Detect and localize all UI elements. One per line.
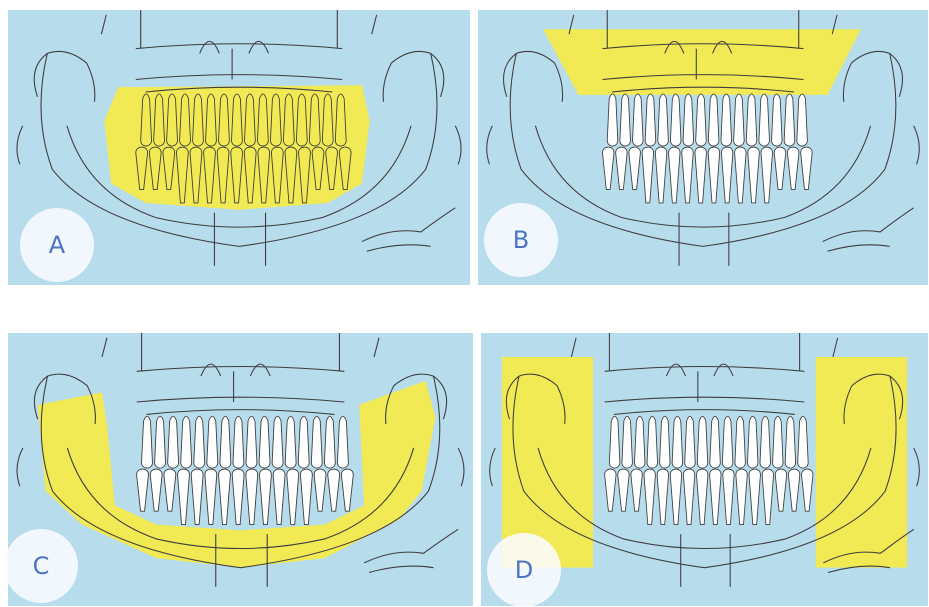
upper-tooth (697, 416, 707, 468)
upper-tooth (670, 94, 681, 146)
upper-tooth (746, 94, 757, 146)
upper-tooth (635, 416, 645, 468)
upper-tooth (259, 416, 270, 468)
panel-c: C (8, 333, 473, 606)
upper-tooth (647, 416, 657, 468)
upper-tooth (324, 416, 335, 468)
upper-tooth (168, 416, 179, 468)
upper-tooth (734, 94, 745, 146)
upper-tooth (298, 416, 309, 468)
panel-label-a: A (20, 208, 94, 282)
upper-tooth (721, 94, 732, 146)
panel-label-d: D (487, 533, 561, 607)
upper-tooth (747, 416, 757, 468)
upper-tooth (622, 416, 632, 468)
upper-tooth (785, 416, 795, 468)
upper-tooth (155, 416, 166, 468)
upper-tooth (735, 416, 745, 468)
panel-a: A (8, 10, 470, 285)
upper-tooth (633, 94, 644, 146)
upper-tooth (272, 416, 283, 468)
upper-tooth (672, 416, 682, 468)
panel-label-c: C (4, 529, 78, 603)
upper-tooth (760, 416, 770, 468)
upper-tooth (207, 416, 218, 468)
upper-tooth (181, 416, 192, 468)
upper-tooth (722, 416, 732, 468)
upper-tooth (683, 94, 694, 146)
upper-tooth (685, 416, 695, 468)
panel-b: B (478, 10, 928, 285)
upper-tooth (620, 94, 631, 146)
upper-tooth (797, 94, 808, 146)
upper-tooth (708, 94, 719, 146)
panel-d: D (481, 333, 928, 606)
upper-tooth (285, 416, 296, 468)
upper-tooth (696, 94, 707, 146)
upper-tooth (784, 94, 795, 146)
upper-tooth (772, 94, 783, 146)
highlight-region (543, 29, 861, 95)
panel-label-b: B (484, 203, 558, 277)
upper-tooth (194, 416, 205, 468)
upper-tooth (658, 94, 669, 146)
upper-tooth (798, 416, 808, 468)
upper-tooth (660, 416, 670, 468)
upper-tooth (337, 416, 348, 468)
upper-tooth (220, 416, 231, 468)
upper-tooth (759, 94, 770, 146)
upper-tooth (142, 416, 153, 468)
upper-tooth (609, 416, 619, 468)
upper-tooth (645, 94, 656, 146)
upper-tooth (311, 416, 322, 468)
upper-tooth (233, 416, 244, 468)
upper-tooth (773, 416, 783, 468)
upper-tooth (710, 416, 720, 468)
upper-tooth (607, 94, 618, 146)
upper-tooth (246, 416, 257, 468)
